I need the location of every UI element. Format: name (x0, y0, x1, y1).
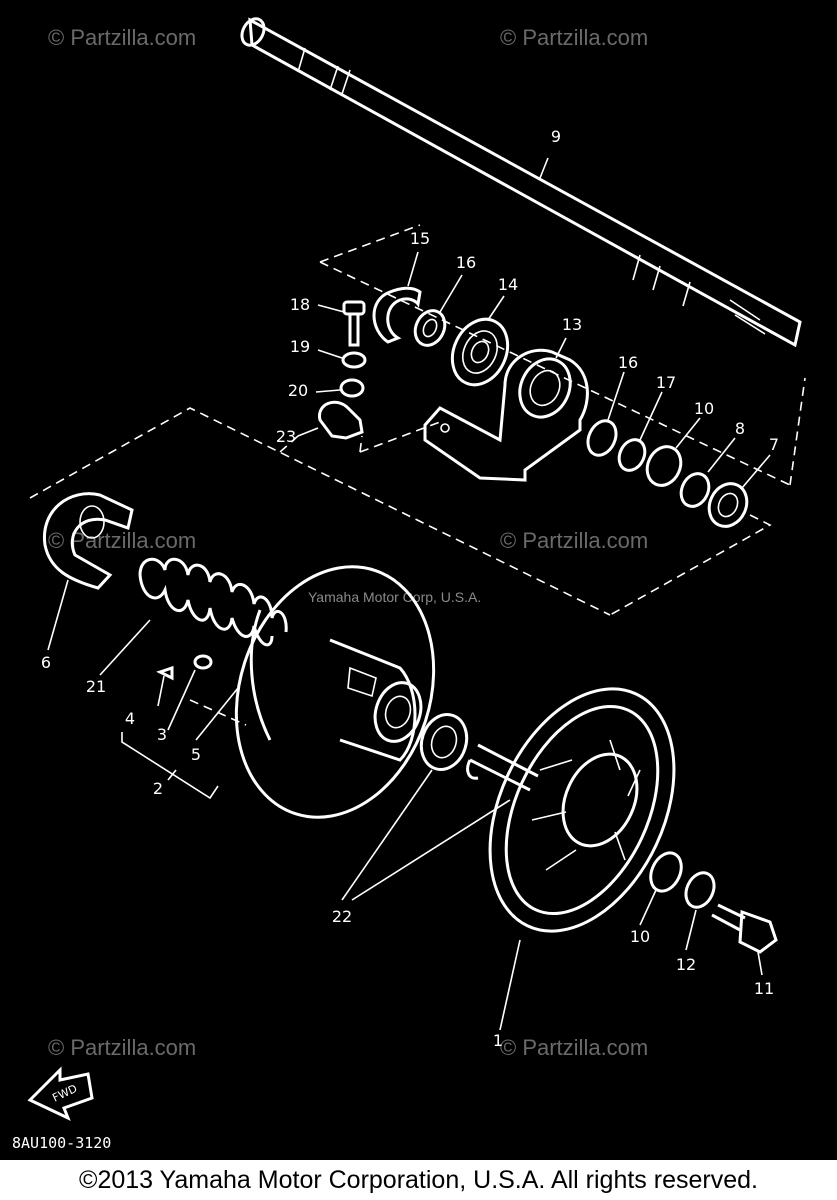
lower-assembly-outline (29, 407, 611, 616)
forward-arrow-icon: FWD (27, 1066, 94, 1121)
callout-1: 1 (493, 1031, 503, 1050)
circlip-part-15 (372, 286, 422, 344)
fixed-sheave-part-1 (466, 687, 676, 933)
leader-2 (167, 769, 177, 781)
callout-3: 3 (157, 725, 167, 744)
washer-part-16a (413, 309, 447, 347)
secondary-watermark: Yamaha Motor Corp, U.S.A. (308, 589, 481, 605)
callout-21: 21 (86, 677, 106, 696)
bolt-part-18 (342, 300, 366, 347)
spring-seat-part-6 (42, 492, 134, 590)
watermark-2: © Partzilla.com (500, 25, 648, 50)
dash-5 (189, 699, 247, 726)
callout-18: 18 (290, 295, 310, 314)
callout-19: 19 (290, 337, 310, 356)
callout-16a: 16 (456, 253, 476, 272)
shaft-part-9 (240, 17, 802, 348)
leader-13 (555, 337, 567, 359)
bearing-part-14 (450, 317, 510, 387)
spring-part-21 (138, 557, 288, 647)
watermark-1: © Partzilla.com (48, 25, 196, 50)
bearing-housing-part-13 (423, 348, 589, 482)
circlip-part-8 (679, 472, 711, 508)
watermark-5: © Partzilla.com (48, 1035, 196, 1060)
parts-diagram: © Partzilla.com © Partzilla.com © Partzi… (12, 17, 806, 1152)
leader-17 (639, 391, 663, 441)
leader-5 (195, 687, 239, 741)
leader-20 (315, 389, 341, 393)
washer-part-10a (645, 445, 683, 487)
watermark-4: © Partzilla.com (500, 528, 648, 553)
leader-10a (675, 417, 701, 449)
leader-21 (99, 619, 151, 676)
callout-17: 17 (656, 373, 676, 392)
callout-14: 14 (498, 275, 518, 294)
callout-15: 15 (410, 229, 430, 248)
bracket-2 (121, 732, 219, 800)
washer-part-7 (707, 482, 749, 528)
washer-part-16b (586, 419, 618, 457)
callout-5: 5 (191, 745, 201, 764)
callout-11: 11 (754, 979, 774, 998)
direction-badge: FWD (50, 1082, 79, 1105)
bracket-part-23 (318, 400, 364, 440)
circlip-part-17 (617, 438, 647, 472)
dash-23 (279, 435, 363, 453)
washer-part-10b (649, 851, 683, 893)
callout-16b: 16 (618, 353, 638, 372)
leader-18 (317, 304, 345, 313)
leader-9 (539, 157, 549, 179)
callout-13: 13 (562, 315, 582, 334)
leader-8 (707, 437, 736, 473)
collar-part-22 (419, 713, 469, 771)
callout-8: 8 (735, 419, 745, 438)
leader-11 (757, 951, 763, 976)
callout-9: 9 (551, 127, 561, 146)
callout-4: 4 (125, 709, 135, 728)
leader-16a (439, 274, 463, 313)
movable-sheave-part-2 (234, 565, 436, 819)
upper-assembly-outline-2 (359, 421, 772, 616)
leader-16b (607, 371, 625, 421)
leader-14 (487, 295, 505, 321)
washer-part-20 (339, 378, 365, 398)
diagram-canvas: © Partzilla.com © Partzilla.com © Partzi… (12, 17, 806, 1152)
copyright-footer: ©2013 Yamaha Motor Corporation, U.S.A. A… (0, 1160, 837, 1200)
watermark-3: © Partzilla.com (48, 528, 196, 553)
leader-19 (317, 349, 343, 359)
callout-6: 6 (41, 653, 51, 672)
callout-10a: 10 (694, 399, 714, 418)
leader-22 (341, 769, 511, 901)
callout-7: 7 (769, 435, 779, 454)
washer-part-12 (684, 871, 716, 909)
callout-10b: 10 (630, 927, 650, 946)
callout-22: 22 (332, 907, 352, 926)
watermark-6: © Partzilla.com (500, 1035, 648, 1060)
diagram-code: 8AU100-3120 (12, 1134, 111, 1152)
leader-7 (741, 454, 771, 489)
callout-12: 12 (676, 955, 696, 974)
pin-part-4 (156, 665, 174, 707)
leader-6 (47, 579, 69, 651)
leader-10b (639, 889, 657, 926)
callout-23: 23 (276, 427, 296, 446)
callout-2: 2 (153, 779, 163, 798)
leader-23 (297, 427, 319, 437)
slider-part-3 (193, 654, 213, 670)
leader-1 (499, 939, 521, 1031)
upper-assembly-outline (319, 224, 806, 486)
leader-12 (685, 909, 697, 951)
bolt-part-11 (711, 903, 778, 954)
leader-3 (167, 669, 196, 731)
callout-20: 20 (288, 381, 308, 400)
washer-part-19 (341, 351, 367, 369)
leader-15 (407, 251, 419, 287)
